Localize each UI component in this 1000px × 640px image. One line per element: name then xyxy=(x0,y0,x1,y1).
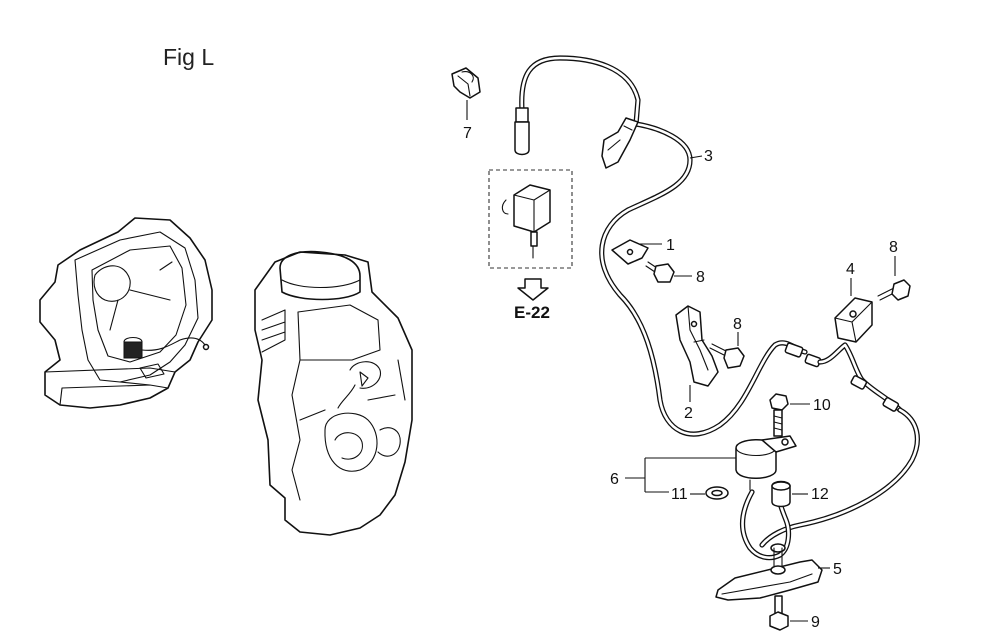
callout-11: 11 xyxy=(671,486,688,503)
callout-12: 12 xyxy=(811,486,829,503)
callout-8-upper: 8 xyxy=(889,239,898,256)
callout-4: 4 xyxy=(846,261,855,278)
callout-7: 7 xyxy=(463,125,472,142)
figure-title: Fig L xyxy=(163,44,214,70)
callout-8-lower: 8 xyxy=(733,316,742,333)
part-5-bracket-plate xyxy=(715,543,823,601)
callout-2: 2 xyxy=(684,405,693,422)
reference-label: E-22 xyxy=(514,303,550,322)
bolt-10 xyxy=(769,393,789,437)
callout-9: 9 xyxy=(811,614,820,631)
part-1-clip xyxy=(611,239,649,265)
bolt-8-lower xyxy=(709,343,745,369)
callout-6: 6 xyxy=(610,471,619,488)
reference-arrow xyxy=(517,278,549,301)
bolt-8-middle xyxy=(645,261,675,283)
callout-3: 3 xyxy=(704,148,713,165)
part-6-solenoid xyxy=(735,435,797,561)
part-4-lead xyxy=(759,342,920,548)
part-2-bracket xyxy=(675,305,719,387)
part-12-collar xyxy=(771,480,791,508)
callout-5: 5 xyxy=(833,561,842,578)
part-3-harness xyxy=(514,55,822,437)
part-11-o-ring xyxy=(705,486,729,500)
bolt-8-upper-right xyxy=(877,279,911,301)
part-7-clip xyxy=(451,67,481,99)
connector-module xyxy=(501,184,551,259)
callout-8-middle: 8 xyxy=(696,269,705,286)
engine-rear-view xyxy=(39,217,213,409)
engine-side-view xyxy=(254,250,413,536)
callout-10: 10 xyxy=(813,397,831,414)
bolt-9 xyxy=(769,595,789,631)
part-4-sensor xyxy=(834,297,873,343)
leader-lines xyxy=(466,100,896,622)
callout-1: 1 xyxy=(666,237,675,254)
